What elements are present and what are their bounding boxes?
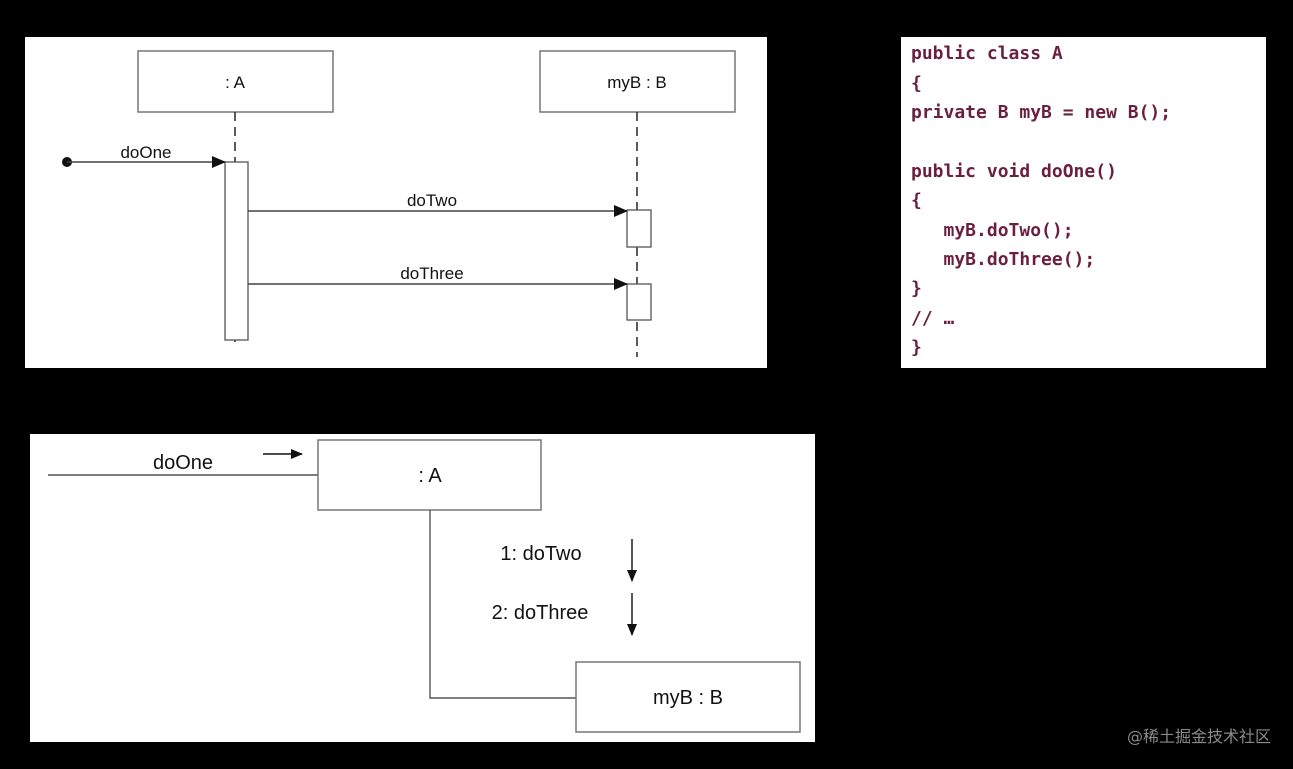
message-dothree: doThree: [248, 264, 628, 290]
message-2-label: 2: doThree: [492, 602, 589, 624]
code-line: private B myB = new B();: [911, 102, 1172, 123]
activation-bar-b-1: [626, 209, 652, 248]
object-myb-label: myB : B: [653, 687, 723, 709]
activation-bar-a: [224, 161, 249, 341]
message-doone-label: doOne: [120, 143, 171, 162]
watermark: @稀土掘金技术社区: [1126, 727, 1271, 746]
lifeline-a-label: : A: [225, 73, 246, 92]
incoming-message-label: doOne: [153, 452, 213, 474]
sequence-diagram: : A myB : B doOne doTwo doThree: [62, 50, 736, 357]
object-myb-box: [575, 661, 801, 733]
code-line: myB.doThree();: [911, 249, 1096, 270]
code-line: myB.doTwo();: [911, 220, 1074, 241]
lifeline-a-box: [137, 50, 334, 113]
message-1-label: 1: doTwo: [500, 543, 581, 565]
lifeline-b-box: [539, 50, 736, 113]
lifeline-a: : A: [137, 50, 334, 342]
code-line: public void doOne(): [911, 161, 1117, 182]
message-dotwo: doTwo: [248, 191, 628, 217]
code-line: // …: [911, 308, 955, 329]
code-line: }: [911, 278, 922, 299]
message-dotwo-label: doTwo: [407, 191, 457, 210]
communication-diagram-panel: doOne : A 1: doTwo 2: doThree myB : B: [30, 434, 815, 742]
message-dothree-label: doThree: [400, 264, 463, 283]
code-line: {: [911, 190, 922, 211]
code-line: {: [911, 73, 922, 94]
lifeline-b-label: myB : B: [607, 73, 667, 92]
activation-bar-b-2: [626, 283, 652, 321]
message-doone: doOne: [62, 143, 226, 168]
code-line: }: [911, 337, 922, 358]
link-a-to-b: [429, 510, 576, 699]
code-panel: public class A { private B myB = new B()…: [901, 37, 1266, 368]
code-line: public class A: [911, 43, 1063, 64]
object-a-label: : A: [418, 465, 442, 487]
sequence-diagram-panel: : A myB : B doOne doTwo doThree: [25, 37, 767, 368]
lifeline-b: myB : B: [539, 50, 736, 357]
communication-diagram: doOne : A 1: doTwo 2: doThree myB : B: [48, 439, 801, 733]
